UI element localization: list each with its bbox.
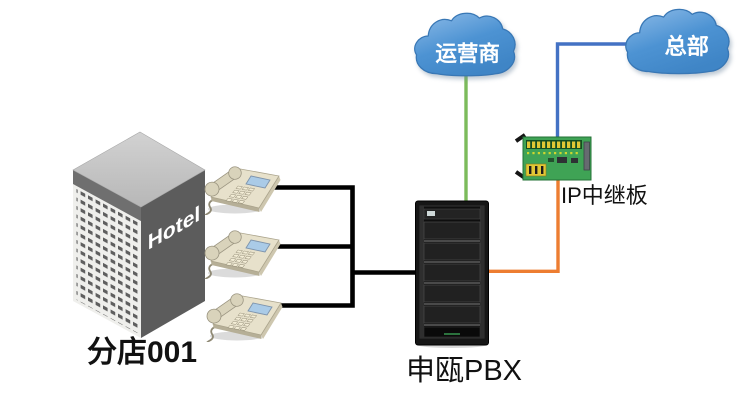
phone-icon-2 — [201, 219, 285, 279]
ip-trunk-board-icon — [514, 133, 592, 181]
hq-link-line — [555, 42, 626, 140]
ip-trunk-board-label: IP中继板 — [561, 183, 648, 208]
cabinet-display — [427, 211, 435, 216]
carrier-cloud-icon: 运营商 — [414, 12, 516, 77]
building-roof — [72, 131, 206, 208]
carrier-cloud-shape — [414, 12, 516, 77]
phone-link-lines — [260, 185, 418, 308]
trunk-link-line — [489, 179, 560, 273]
pbx-cabinet-icon — [415, 200, 489, 348]
hq-cloud-label: 总部 — [665, 34, 709, 59]
board-chip — [557, 157, 567, 163]
phone-icon-1 — [201, 155, 285, 215]
carrier-cloud-label: 运营商 — [435, 41, 500, 66]
phone-icon-3 — [203, 282, 287, 342]
building-left-face — [73, 170, 141, 339]
pbx-label: 申瓯PBX — [405, 355, 523, 387]
branch-label: 分店001 — [86, 336, 198, 369]
cabinet-top-unit — [423, 208, 481, 220]
hotel-building-icon: Hotel — [72, 131, 206, 339]
hq-cloud-icon: 总部 — [625, 8, 730, 75]
cabinet-power-light — [444, 333, 460, 335]
board-edge-connector — [583, 141, 590, 171]
board-mid-pads — [527, 152, 578, 155]
building-right-face: Hotel — [141, 170, 205, 338]
board-ejector-top — [514, 133, 527, 143]
hq-cloud-shape — [625, 8, 730, 75]
cabinet-panels — [423, 221, 481, 326]
building-windows — [76, 188, 138, 334]
cabinet-base — [423, 326, 481, 338]
